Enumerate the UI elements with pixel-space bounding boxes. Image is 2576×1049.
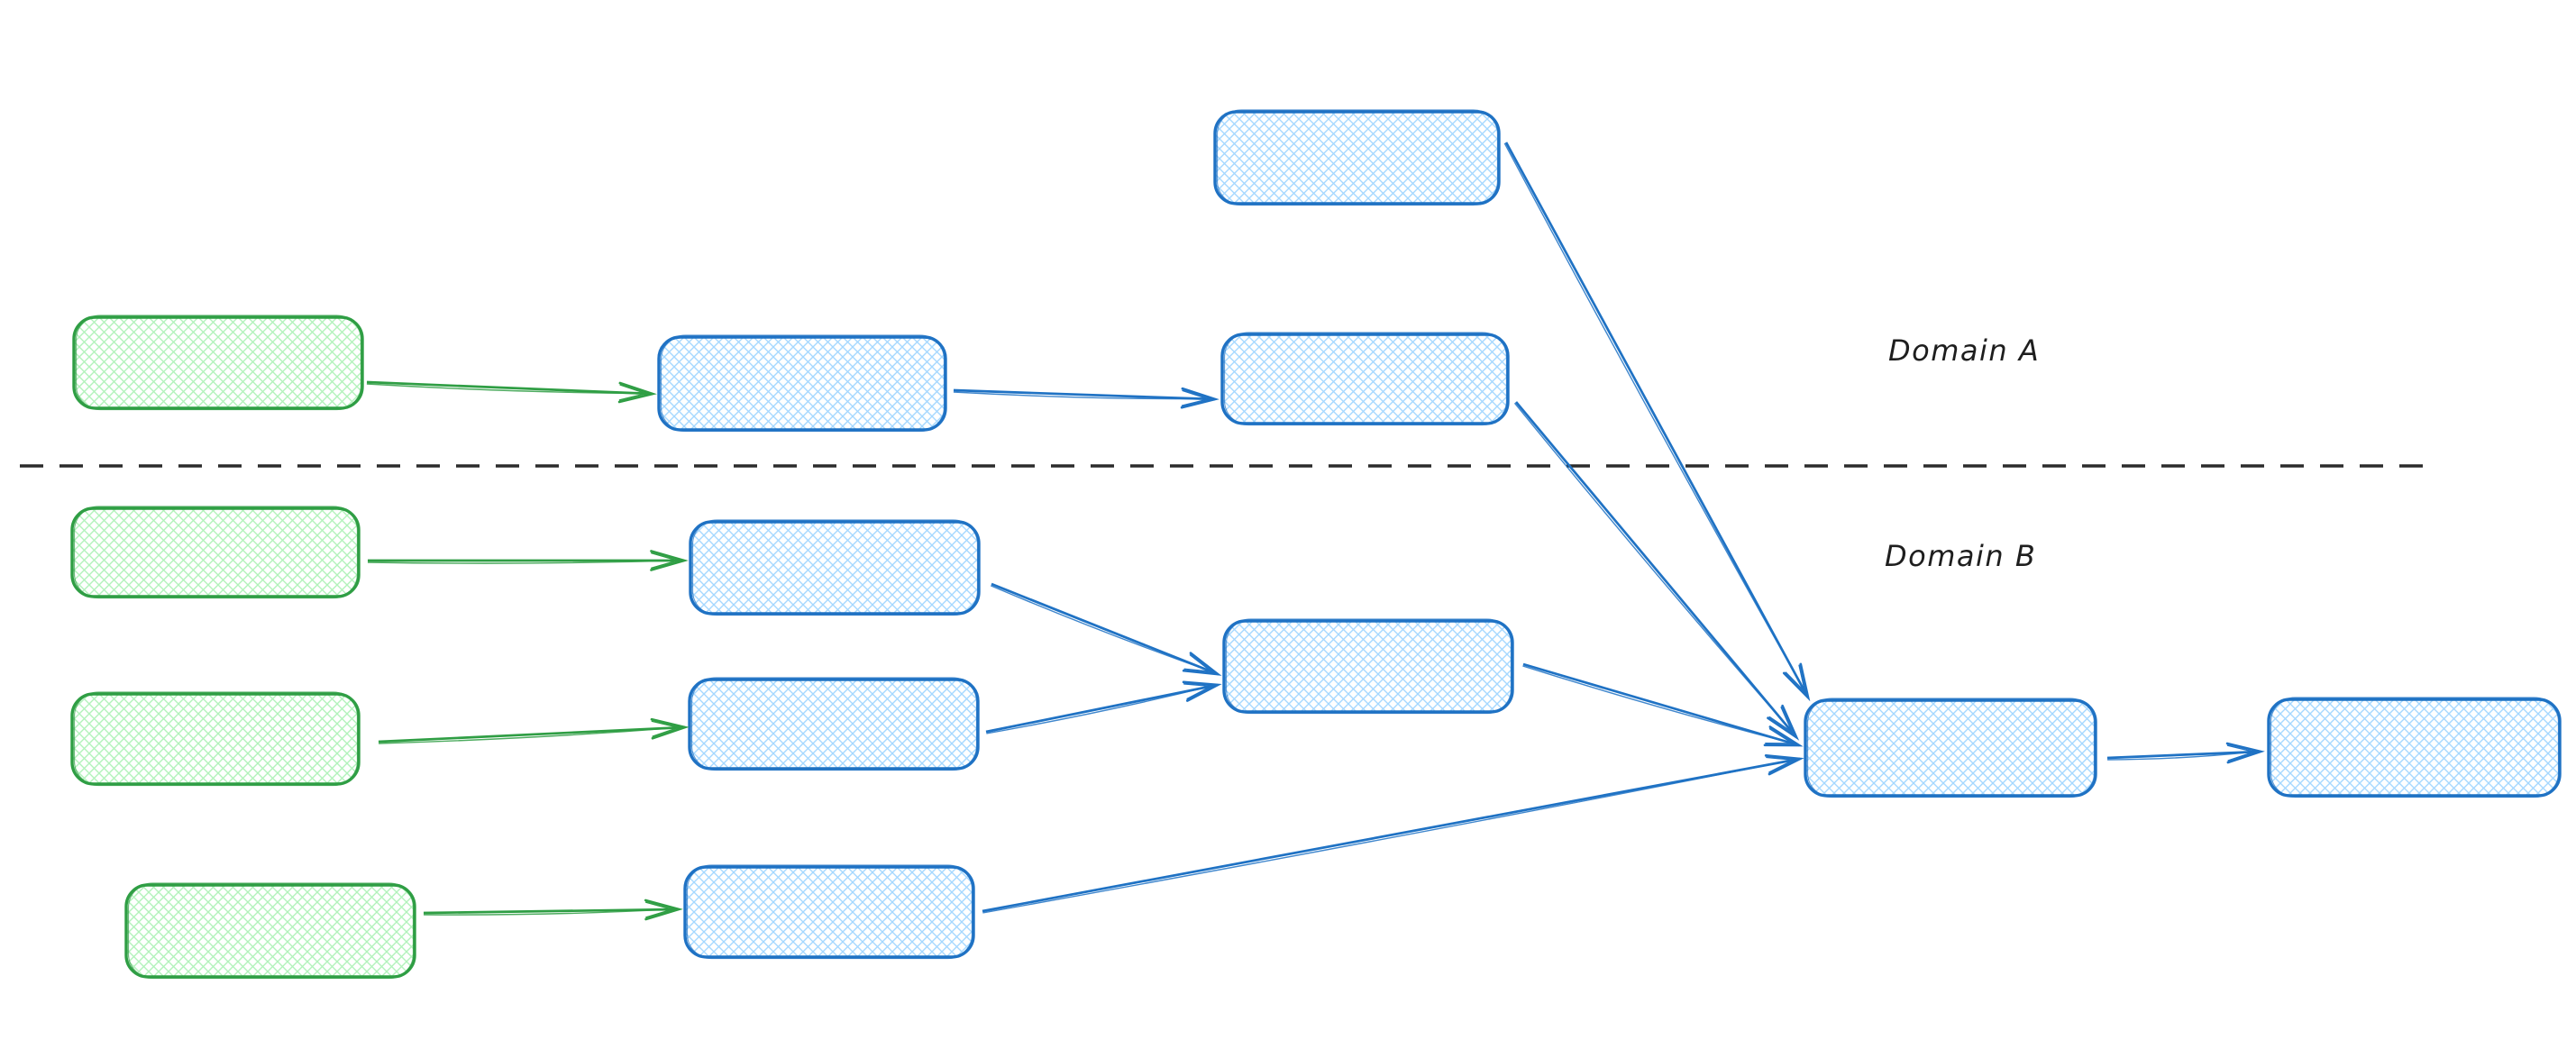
- source-b2-to-process-b2-arrow[interactable]: [378, 717, 690, 744]
- merge-b-node[interactable]: [1222, 618, 1514, 715]
- source-b1-node[interactable]: [70, 506, 361, 599]
- process-a2-node[interactable]: [1220, 332, 1510, 426]
- output-node[interactable]: [2267, 697, 2562, 798]
- merge-b-to-aggregate-arrow[interactable]: [1522, 662, 1804, 747]
- aggregate-to-output-arrow[interactable]: [2106, 742, 2265, 764]
- domain-b-label[interactable]: Domain B: [1885, 539, 2037, 573]
- source-a-node[interactable]: [72, 315, 364, 411]
- process-b3-to-aggregate-arrow[interactable]: [982, 754, 1804, 914]
- process-b1-node[interactable]: [689, 519, 981, 616]
- process-b2-node[interactable]: [688, 677, 980, 771]
- domain-a-label[interactable]: Domain A: [1888, 333, 2041, 368]
- process-a2-to-aggregate-arrow[interactable]: [1513, 401, 1800, 741]
- process-b1-to-merge-b-arrow[interactable]: [990, 582, 1222, 676]
- source-b3-to-process-b3-arrow[interactable]: [423, 898, 683, 921]
- source-a-to-process-a1-arrow[interactable]: [366, 380, 657, 404]
- source-b2-node[interactable]: [70, 691, 361, 787]
- aggregate-node[interactable]: [1804, 698, 2097, 798]
- process-b2-to-merge-b-arrow[interactable]: [985, 680, 1222, 734]
- process-a1-node[interactable]: [657, 334, 947, 433]
- source-b1-to-process-b1-arrow[interactable]: [367, 550, 689, 571]
- source-b3-node[interactable]: [124, 882, 416, 980]
- process-a1-to-process-a2-arrow[interactable]: [953, 387, 1219, 409]
- process-b3-node[interactable]: [683, 864, 975, 960]
- external-input-to-aggregate-arrow[interactable]: [1503, 141, 1811, 702]
- external-input-node[interactable]: [1213, 109, 1501, 206]
